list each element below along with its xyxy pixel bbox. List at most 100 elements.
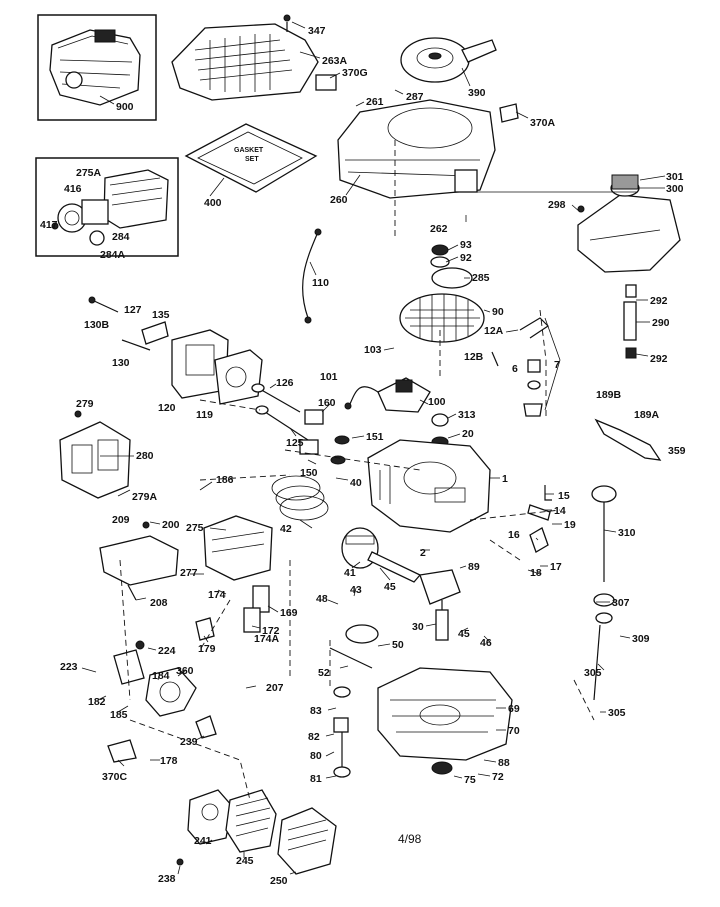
label-359: 359 [668, 445, 686, 457]
label-80: 80 [310, 750, 322, 762]
governor-linkage [491, 317, 552, 553]
label-83: 83 [310, 705, 322, 717]
label-313: 313 [458, 409, 476, 421]
screw-238 [176, 858, 184, 866]
label-174: 174 [208, 589, 226, 601]
part-179 [195, 617, 215, 641]
valve-springs [299, 409, 350, 465]
label-160: 160 [318, 397, 336, 409]
label-238: 238 [158, 873, 176, 885]
label-88: 88 [498, 757, 510, 769]
label-370g-text: 370G [342, 67, 368, 79]
label-347: 347 [308, 25, 326, 37]
leader-lines [81, 21, 666, 875]
label-18: 18 [530, 567, 542, 579]
label-12a: 12A [484, 325, 504, 337]
label-82: 82 [308, 731, 320, 743]
label-130b: 130B [84, 319, 110, 331]
label-125: 125 [286, 437, 304, 449]
label-19: 19 [564, 519, 576, 531]
label-46: 46 [480, 637, 492, 649]
flywheel-stack [399, 244, 485, 343]
label-72: 72 [492, 771, 504, 783]
label-241: 241 [194, 835, 212, 847]
oil-pump-stack [333, 686, 351, 778]
label-284a: 284A [100, 249, 126, 261]
label-81: 81 [310, 773, 322, 785]
muffler-275 [203, 515, 273, 581]
bolt-130b [91, 299, 119, 313]
label-40: 40 [350, 477, 362, 489]
label-15: 15 [558, 490, 570, 502]
label-130: 130 [112, 357, 130, 369]
gasket-169 [252, 585, 270, 613]
label-45-conrod: 45 [384, 581, 396, 593]
label-179: 179 [198, 643, 216, 655]
label-1: 1 [502, 473, 508, 485]
label-186: 186 [216, 474, 234, 486]
label-189b: 189B [596, 389, 622, 401]
label-277: 277 [180, 567, 198, 579]
air-filter-245 [225, 789, 277, 853]
label-292-bottom: 292 [650, 353, 668, 365]
breather-135 [141, 321, 169, 345]
label-7: 7 [554, 359, 560, 371]
label-900: 900 [116, 101, 134, 113]
carburetor [113, 640, 217, 739]
label-370c [107, 739, 137, 763]
label-189a: 189A [634, 409, 660, 421]
label-275a: 275A [76, 167, 102, 179]
label-182: 182 [88, 696, 106, 708]
label-42: 42 [280, 523, 292, 535]
label-307: 307 [612, 597, 630, 609]
label-280: 280 [136, 450, 154, 462]
spacer-313 [431, 413, 449, 427]
label-127: 127 [124, 304, 142, 316]
gasket-172 [243, 607, 261, 633]
label-89: 89 [468, 561, 480, 573]
label-90: 90 [492, 306, 504, 318]
label-93: 93 [460, 239, 472, 251]
label-178: 178 [160, 755, 178, 767]
label-284: 284 [112, 231, 130, 243]
label-310: 310 [618, 527, 636, 539]
label-224: 224 [158, 645, 176, 657]
label-150: 150 [300, 467, 318, 479]
label-100: 100 [428, 396, 446, 408]
label-250: 250 [270, 875, 288, 887]
label-120: 120 [158, 402, 176, 414]
gasket-set-label-line1: GASKET [234, 147, 264, 154]
air-cleaner-cover-250 [277, 807, 337, 875]
sump [377, 667, 513, 761]
label-301: 301 [666, 171, 684, 183]
air-cleaner-inset-box [35, 157, 179, 257]
label-45-screw: 45 [458, 628, 470, 640]
blower-housing [337, 99, 519, 199]
label-209: 209 [112, 514, 130, 526]
label-135: 135 [152, 309, 170, 321]
label-285: 285 [472, 272, 490, 284]
label-360: 360 [176, 665, 194, 677]
gasket-set: GASKET SET [184, 123, 318, 193]
fuel-line-assembly [623, 284, 637, 359]
label-370a: 370A [530, 117, 556, 129]
label-309: 309 [632, 633, 650, 645]
label-260: 260 [330, 194, 348, 206]
gasket-set-label-line2: SET [245, 156, 259, 163]
dashed-reference-lines [119, 140, 595, 801]
label-174a: 174A [254, 633, 280, 645]
label-101: 101 [320, 371, 338, 383]
label-370g [315, 74, 337, 91]
label-262: 262 [430, 223, 448, 235]
ground-wire [302, 231, 319, 319]
cam-gear [329, 624, 379, 669]
ignition-coil [344, 377, 431, 413]
crankshaft [419, 569, 461, 641]
part-number-labels: 347 263A 370G 390 287 261 370A 900 275A … [40, 25, 686, 887]
label-48: 48 [316, 593, 328, 605]
valves [251, 383, 309, 441]
cylinder-block [367, 439, 491, 533]
label-41: 41 [344, 567, 356, 579]
label-207: 207 [266, 682, 284, 694]
control-bracket [99, 521, 179, 601]
